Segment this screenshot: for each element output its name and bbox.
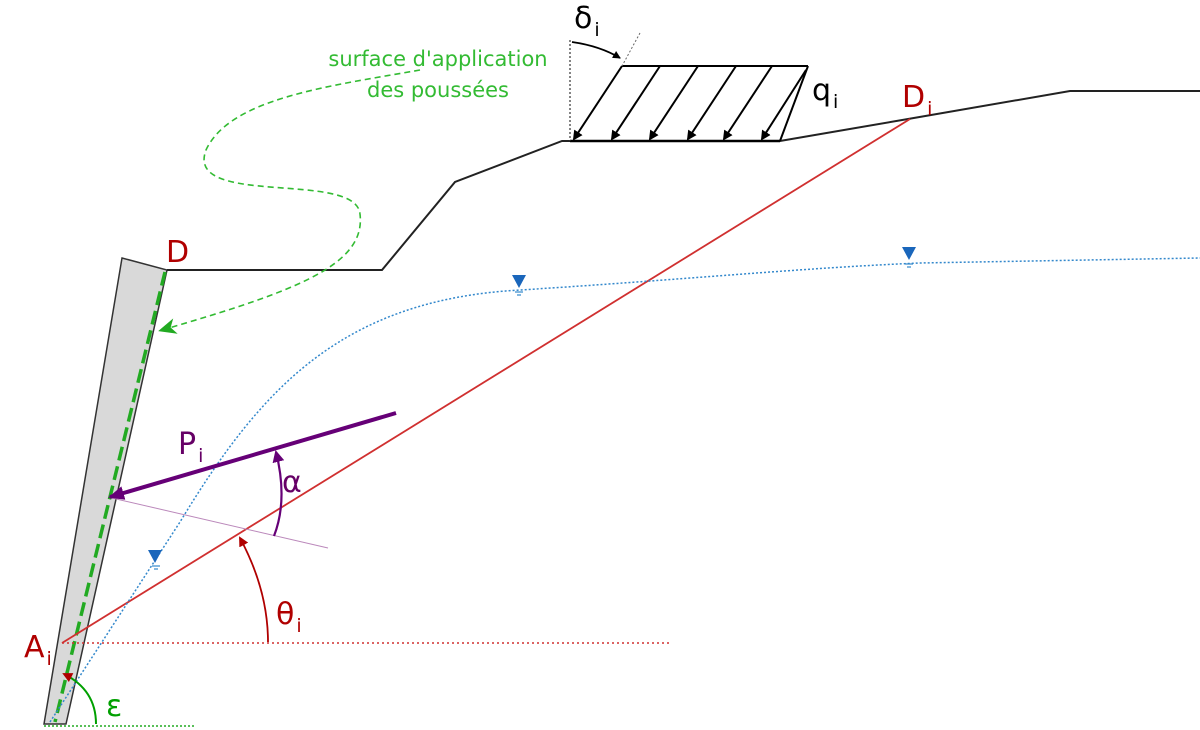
wall-normal-reference [111,497,329,549]
surcharge-load [570,65,809,143]
failure-plane-line [61,118,911,644]
water-table-symbol [512,275,526,296]
ground-surface [167,90,1200,271]
thrust-vector-pi [108,411,397,500]
water-table-symbol [902,247,916,268]
alpha-angle-arc [272,450,285,537]
caption-line-1: surface d'application [328,47,547,71]
application-surface-callout [158,69,421,334]
water-table-line [49,257,1200,723]
delta-inclined-reference [621,32,641,67]
water-table-symbol [148,550,162,570]
epsilon-angle-arc [62,673,97,725]
label-alpha: α [282,465,302,500]
caption-line-2: des poussées [367,78,509,102]
theta-angle-arc [239,536,269,643]
label-d: D [166,235,189,270]
retaining-wall [43,257,168,725]
delta-angle-arc [571,41,621,59]
label-epsilon: ε [106,689,122,724]
